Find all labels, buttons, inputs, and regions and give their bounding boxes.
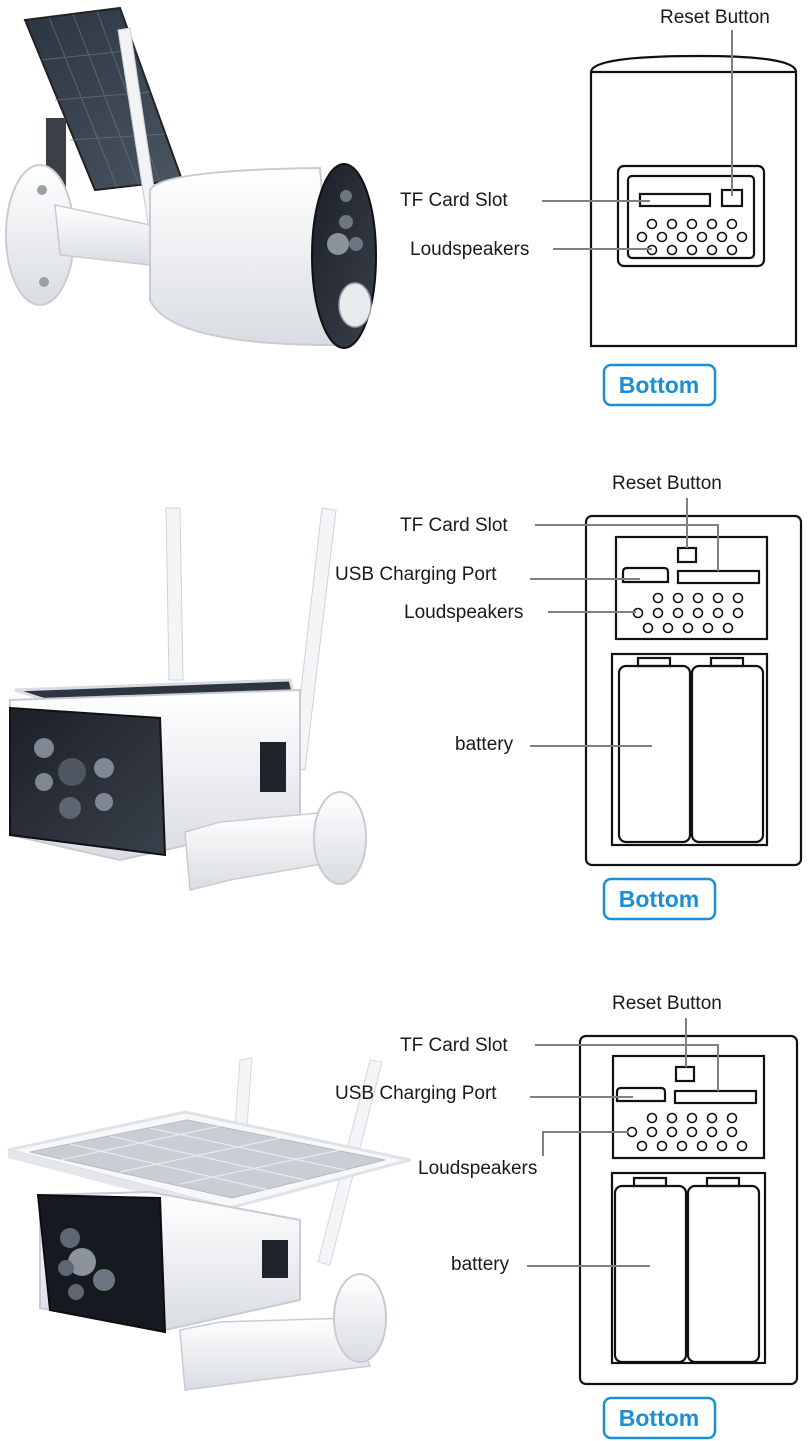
label-loudspeakers: Loudspeakers [404, 602, 523, 623]
bottom-badge-text: Bottom [619, 1405, 699, 1431]
label-reset-button: Reset Button [612, 993, 722, 1014]
battery-icon [617, 656, 765, 844]
bottom-diagram-1: Reset Button TF Card Slot Loudspeakers B… [400, 7, 798, 407]
loudspeaker-holes [632, 592, 744, 634]
label-reset-button: Reset Button [612, 473, 722, 494]
label-tf-card-slot: TF Card Slot [400, 1035, 508, 1056]
reset-button-icon [674, 1065, 696, 1083]
battery-icon [613, 1176, 761, 1364]
bottom-badge [602, 363, 717, 407]
label-battery: battery [455, 734, 514, 755]
camera-image-1 [5, 6, 377, 349]
bottom-badge-text: Bottom [619, 886, 699, 912]
bottom-badge [602, 877, 717, 921]
label-usb-charging-port: USB Charging Port [335, 1083, 497, 1104]
label-tf-card-slot: TF Card Slot [400, 190, 508, 211]
label-loudspeakers: Loudspeakers [418, 1158, 537, 1179]
label-battery: battery [451, 1254, 510, 1275]
label-usb-charging-port: USB Charging Port [335, 564, 497, 585]
loudspeaker-holes [626, 1112, 748, 1152]
bottom-diagram-3: Reset Button TF Card Slot USB Charging P… [335, 993, 799, 1440]
bottom-badge [602, 1396, 717, 1440]
bottom-badge-text: Bottom [619, 372, 699, 398]
label-reset-button: Reset Button [660, 7, 770, 28]
loudspeaker-holes [636, 218, 748, 256]
camera-image-3 [7, 1057, 411, 1391]
camera-image-2 [9, 507, 367, 891]
label-tf-card-slot: TF Card Slot [400, 515, 508, 536]
bottom-diagram-2: Reset Button TF Card Slot USB Charging P… [335, 473, 803, 921]
label-loudspeakers: Loudspeakers [410, 239, 529, 260]
usb-port-icon [615, 1086, 667, 1103]
reset-button-icon [676, 546, 698, 564]
usb-port-icon [621, 566, 670, 584]
